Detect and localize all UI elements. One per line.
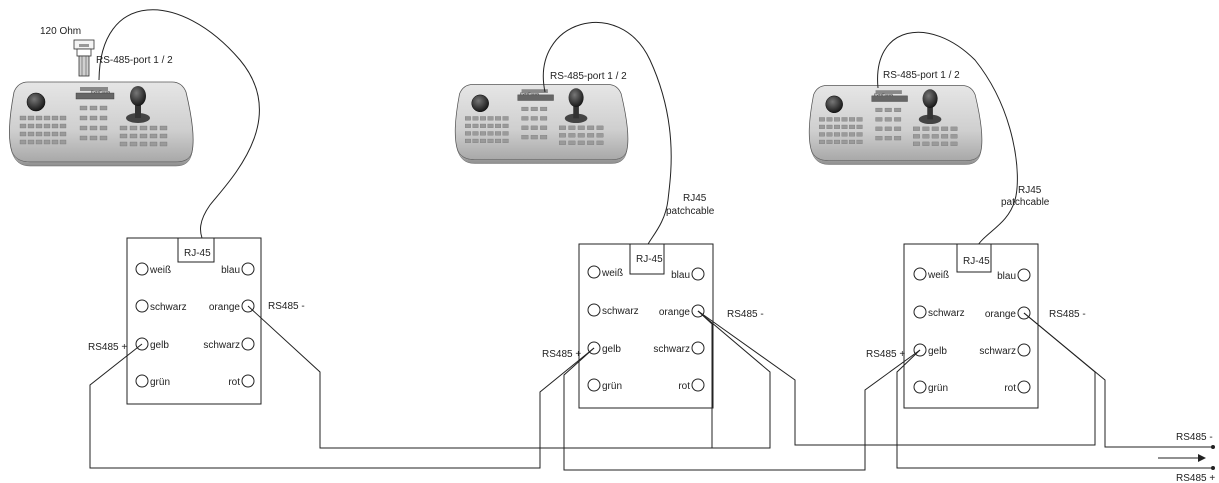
terminal-weiss <box>913 267 927 281</box>
terminal-label: blau <box>671 270 690 281</box>
terminal-label: schwarz <box>203 340 240 351</box>
terminal-label: orange <box>985 309 1017 320</box>
keyboard-brand: EverFocus <box>91 89 110 94</box>
rj45-label: RJ-45 <box>636 254 663 265</box>
keyboard-brand: EverFocus <box>874 92 893 97</box>
patch-cable-1-line2: patchcable <box>666 206 715 217</box>
keyboard-brand: EverFocus <box>520 91 539 96</box>
terminal-blau <box>1017 268 1031 282</box>
junction-box-1: RJ-45 weiß schwarz gelb grün blau orange… <box>126 237 262 405</box>
terminal-label: schwarz <box>928 308 965 319</box>
terminal-label: schwarz <box>653 344 690 355</box>
rs485-plus-label: RS485 + <box>542 349 581 360</box>
rs485-minus-wire-1 <box>247 305 771 449</box>
terminal-gruen <box>587 378 601 392</box>
terminal-blau <box>241 262 255 276</box>
junction-box-2: RJ-45 weiß schwarz gelb grün blau orange… <box>578 243 714 409</box>
terminal-label: grün <box>602 381 622 392</box>
rs485-minus-wire-1b <box>697 310 713 448</box>
terminal-label: grün <box>928 383 948 394</box>
terminal-label: gelb <box>150 340 169 351</box>
rs485-minus-label: RS485 - <box>1049 309 1086 320</box>
terminal-rot <box>241 374 255 388</box>
terminal-schwarz <box>587 303 601 317</box>
terminal-label: orange <box>659 307 691 318</box>
keyboard-1-port-label: RS-485-port 1 / 2 <box>96 55 173 66</box>
rs485-minus-label: RS485 - <box>727 309 764 320</box>
patch-cable-2-line2: patchcable <box>1001 197 1050 208</box>
keyboard-cable-2 <box>542 22 672 249</box>
bus-plus-endpoint <box>1211 466 1215 470</box>
rs485-minus-label: RS485 - <box>268 301 305 312</box>
keyboard-2-port-label: RS-485-port 1 / 2 <box>550 71 627 82</box>
rs485-plus-wire-2 <box>563 347 921 471</box>
terminal-label: weiß <box>601 268 623 279</box>
rs485-plus-wire-1 <box>89 343 595 469</box>
terminal-gruen <box>135 374 149 388</box>
terminal-label: schwarz <box>150 302 187 313</box>
terminal-schwarz <box>241 337 255 351</box>
junction-box-3: RJ-45 weiß schwarz gelb grün blau orange… <box>903 243 1039 409</box>
patch-cable-1-line1: RJ45 <box>683 193 707 204</box>
terminal-rot <box>691 378 705 392</box>
keyboard-3-port-label: RS-485-port 1 / 2 <box>883 70 960 81</box>
terminal-label: rot <box>228 377 240 388</box>
terminal-gruen <box>913 380 927 394</box>
terminal-label: rot <box>1004 383 1016 394</box>
terminator-label: 120 Ohm <box>40 26 81 37</box>
rs485-minus-wire-3 <box>1023 312 1213 448</box>
bus-minus-endpoint <box>1211 445 1215 449</box>
terminal-label: rot <box>678 381 690 392</box>
terminal-schwarz <box>691 341 705 355</box>
terminal-label: schwarz <box>602 306 639 317</box>
terminator-plug: 120 Ohm <box>40 26 95 77</box>
terminal-label: weiß <box>927 270 949 281</box>
rs485-plus-label: RS485 + <box>88 342 127 353</box>
rs485-plus-wire-3 <box>896 349 1213 469</box>
terminal-label: schwarz <box>979 346 1016 357</box>
bus-minus-label: RS485 - <box>1176 432 1213 443</box>
terminal-rot <box>1017 380 1031 394</box>
keyboard-3: EverFocus <box>808 85 983 165</box>
keyboard-1: EverFocus <box>8 81 194 167</box>
terminal-label: weiß <box>149 265 171 276</box>
keyboard-2: EverFocus <box>454 84 629 164</box>
terminal-weiss <box>587 265 601 279</box>
terminal-weiss <box>135 262 149 276</box>
terminal-label: orange <box>209 302 241 313</box>
terminal-label: gelb <box>928 346 947 357</box>
terminal-label: blau <box>221 265 240 276</box>
bus-plus-label: RS485 + <box>1176 473 1215 483</box>
terminal-schwarz <box>913 305 927 319</box>
terminal-label: gelb <box>602 344 621 355</box>
terminal-label: grün <box>150 377 170 388</box>
keyboard-cable-3 <box>877 31 1018 249</box>
terminal-blau <box>691 267 705 281</box>
terminal-schwarz <box>1017 343 1031 357</box>
rs485-plus-label: RS485 + <box>866 349 905 360</box>
keyboard-cable-1 <box>98 9 260 239</box>
rj45-label: RJ-45 <box>184 248 211 259</box>
terminal-label: blau <box>997 271 1016 282</box>
arrow-right-icon <box>1158 454 1206 462</box>
rj45-label: RJ-45 <box>963 256 990 267</box>
terminal-schwarz <box>135 299 149 313</box>
patch-cable-2-line1: RJ45 <box>1018 185 1042 196</box>
